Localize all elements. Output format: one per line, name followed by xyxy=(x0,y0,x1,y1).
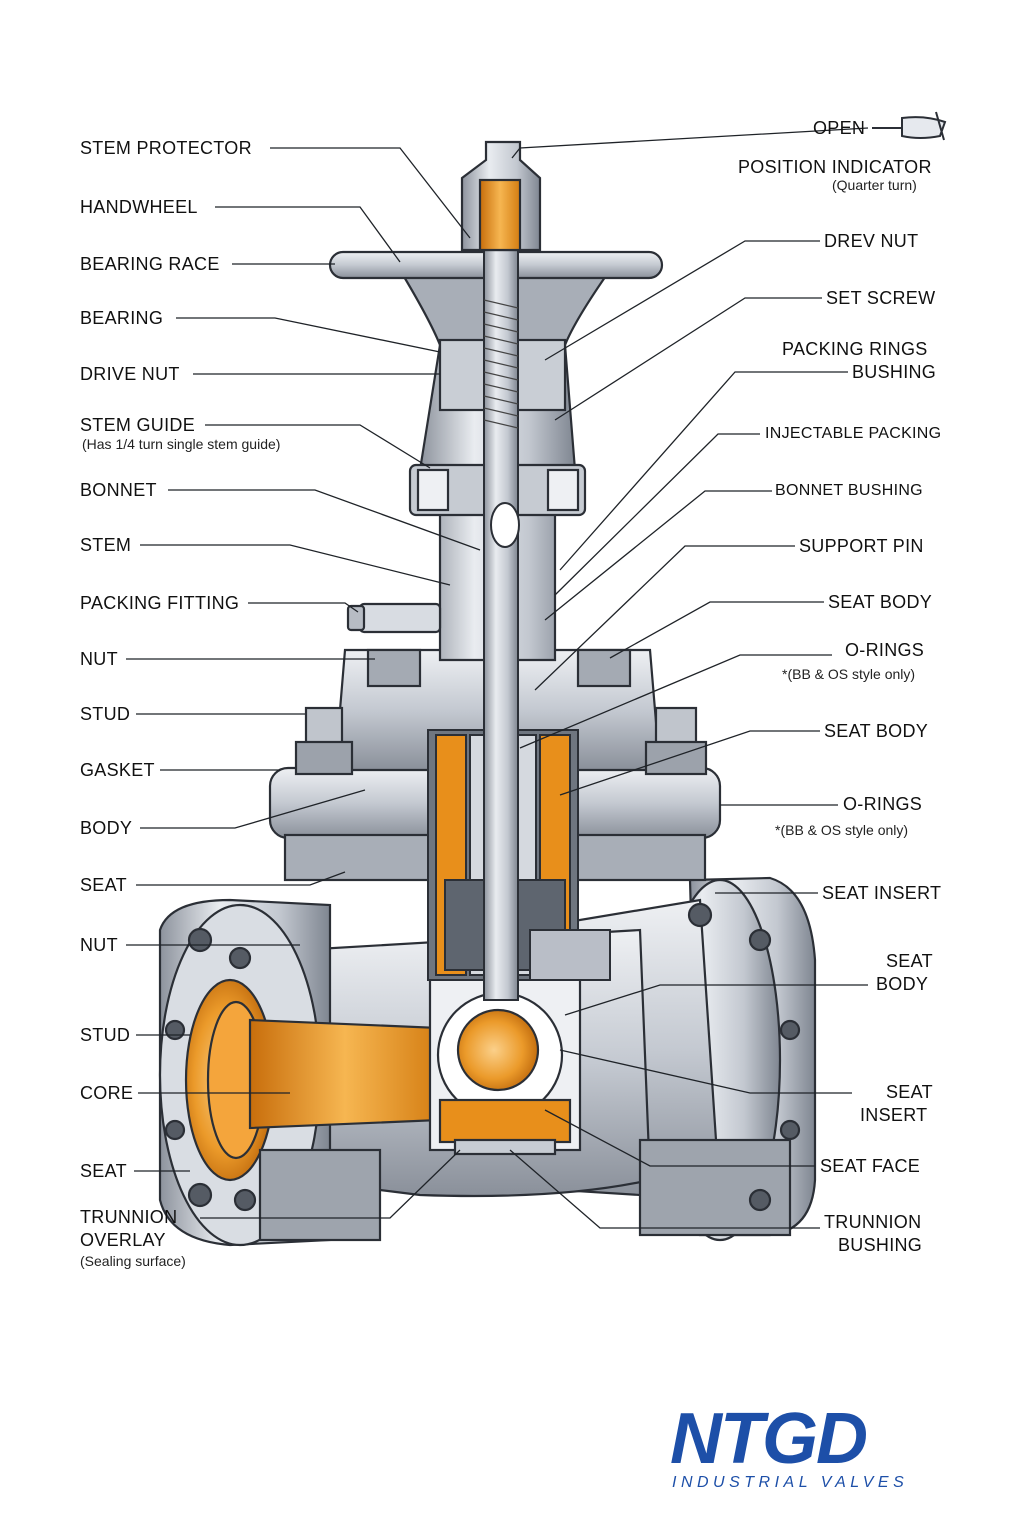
label-trunnion-bushing-line2: BUSHING xyxy=(838,1235,923,1255)
label-seat-insert-1: SEAT INSERT xyxy=(822,883,942,903)
label-bonnet: BONNET xyxy=(80,480,157,500)
label-open: OPEN xyxy=(813,118,866,138)
label-packing-rings: PACKING RINGS xyxy=(782,339,928,359)
label-position-indicator: POSITION INDICATOR xyxy=(738,157,932,177)
label-seat-body-2: SEAT BODY xyxy=(824,721,929,741)
label-seat-face: SEAT FACE xyxy=(820,1156,921,1176)
label-injectable-packing: INJECTABLE PACKING xyxy=(765,425,942,442)
stem xyxy=(483,239,520,1001)
leader-lines xyxy=(126,127,869,1229)
label-stem: STEM xyxy=(80,535,132,555)
label-stem-guide: STEM GUIDE xyxy=(80,415,196,435)
stem-protector xyxy=(460,140,542,252)
label-bearing-race: BEARING RACE xyxy=(80,254,220,274)
label-trunnion-bushing-line1: TRUNNION xyxy=(824,1212,922,1232)
note-trunnion-overlay: (Sealing surface) xyxy=(80,1253,186,1269)
label-drive-nut: DRIVE NUT xyxy=(80,364,180,384)
note-o-rings-1: *(BB & OS style only) xyxy=(782,666,916,682)
label-handwheel: HANDWHEEL xyxy=(80,197,198,217)
label-body: BODY xyxy=(80,818,133,838)
label-core: CORE xyxy=(80,1083,134,1103)
label-bearing: BEARING xyxy=(80,308,164,328)
label-seat-body-3-line1: SEAT xyxy=(886,951,933,971)
label-stem-protector: STEM PROTECTOR xyxy=(80,138,252,158)
label-o-rings-1: O-RINGS xyxy=(845,640,925,660)
label-trunnion-overlay-line2: OVERLAY xyxy=(80,1230,166,1250)
label-seat-upper: SEAT xyxy=(80,875,127,895)
label-stud-upper: STUD xyxy=(80,704,131,724)
note-position-indicator: (Quarter turn) xyxy=(832,177,917,193)
label-trunnion-overlay-line1: TRUNNION xyxy=(80,1207,178,1227)
label-seat-insert-2-line2: INSERT xyxy=(860,1105,928,1125)
position-indicator-icon xyxy=(872,111,947,141)
label-set-screw: SET SCREW xyxy=(826,288,936,308)
label-bonnet-bushing: BONNET BUSHING xyxy=(775,482,923,499)
label-o-rings-2: O-RINGS xyxy=(843,794,923,814)
label-seat-insert-2-line1: SEAT xyxy=(886,1082,933,1102)
label-seat-body-3-line2: BODY xyxy=(876,974,929,994)
label-nut-lower: NUT xyxy=(80,935,118,955)
label-gasket: GASKET xyxy=(80,760,155,780)
label-bushing: BUSHING xyxy=(852,362,937,382)
logo-tagline: INDUSTRIAL VALVES xyxy=(672,1474,909,1491)
label-packing-fitting: PACKING FITTING xyxy=(80,593,240,613)
note-stem-guide: (Has 1/4 turn single stem guide) xyxy=(82,436,281,452)
label-nut-upper: NUT xyxy=(80,649,118,669)
note-o-rings-2: *(BB & OS style only) xyxy=(775,822,909,838)
label-seat-lower: SEAT xyxy=(80,1161,127,1181)
label-support-pin: SUPPORT PIN xyxy=(799,536,924,556)
label-seat-body-1: SEAT BODY xyxy=(828,592,933,612)
logo-mark: NTGD xyxy=(670,1399,868,1479)
label-stud-lower: STUD xyxy=(80,1025,131,1045)
label-drev-nut: DREV NUT xyxy=(824,231,919,251)
brand-logo: NTGD INDUSTRIAL VALVES xyxy=(660,1398,960,1498)
